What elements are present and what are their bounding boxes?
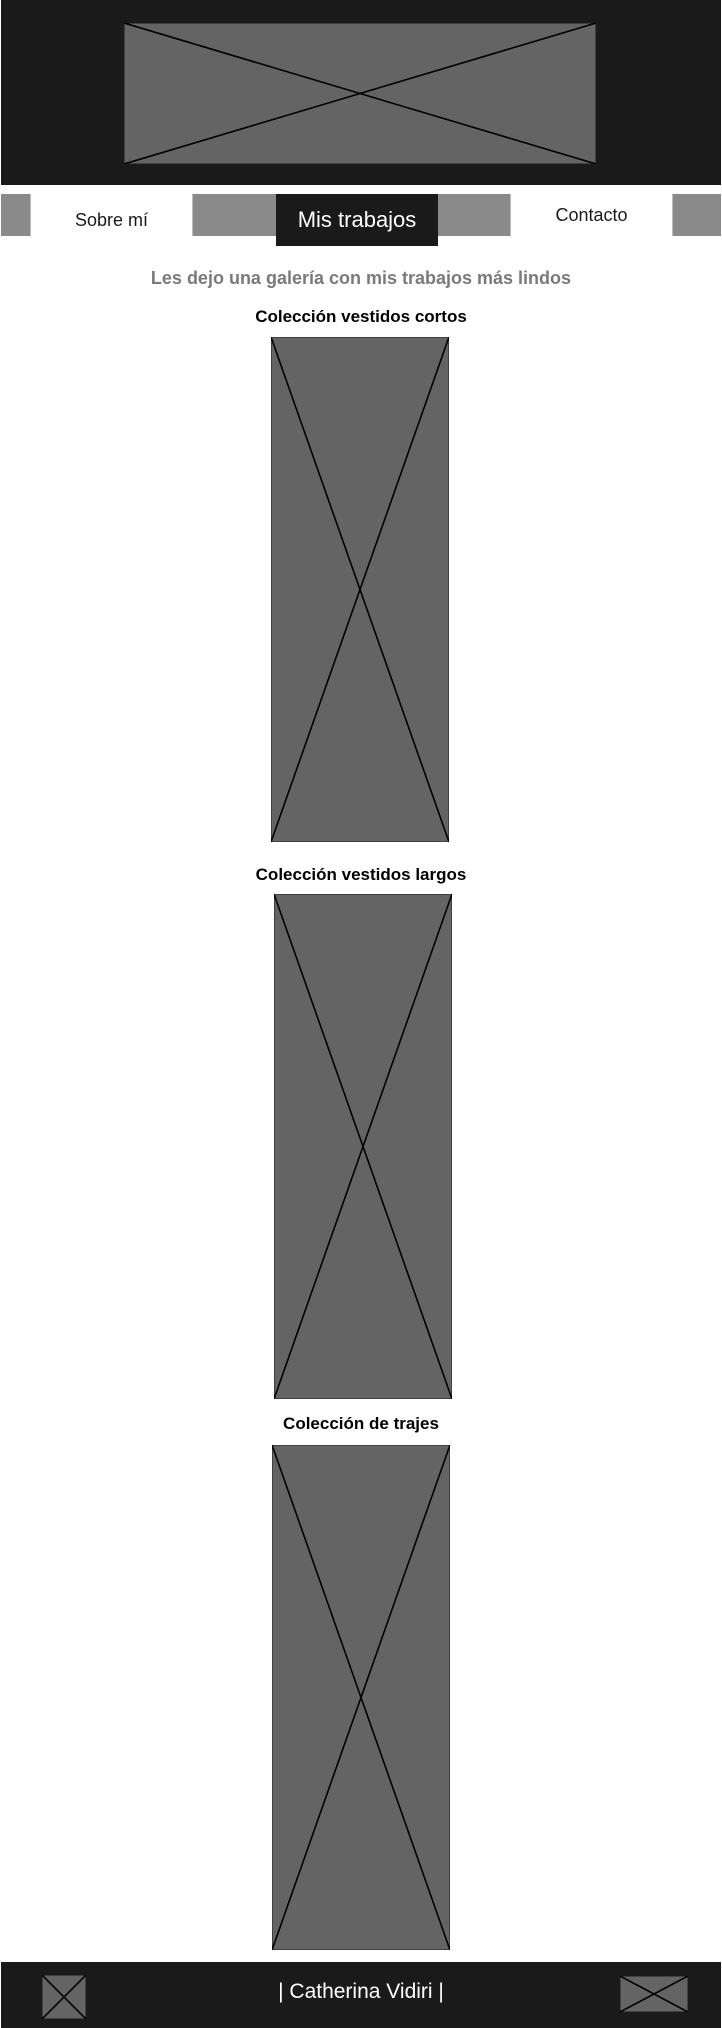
footer-right-image-placeholder-icon[interactable] (620, 1976, 688, 2012)
image-placeholder-icon (272, 1445, 450, 1950)
nav-tab-contact-label: Contacto (555, 204, 628, 225)
section-title-short-dresses: Colección vestidos cortos (255, 307, 467, 326)
site-footer (1, 1962, 721, 2028)
gallery-image-suits[interactable] (272, 1445, 450, 1950)
footer-left-image-placeholder-icon[interactable] (42, 1975, 86, 2019)
section-title-long-dresses: Colección vestidos largos (255, 865, 467, 884)
footer-author-name: | Catherina Vidiri | (278, 1980, 444, 2003)
image-placeholder-icon (271, 337, 449, 842)
nav-tab-about-label: Sobre mí (74, 209, 149, 230)
image-placeholder-icon (274, 894, 452, 1399)
nav-tab-works-label: Mis trabajos (297, 207, 417, 232)
gallery-image-long-dresses[interactable] (274, 894, 452, 1399)
header-banner-image-placeholder-icon (124, 23, 596, 164)
gallery-intro: Les dejo una galería con mis trabajos má… (150, 268, 572, 288)
section-title-suits: Colección de trajes (283, 1414, 439, 1433)
nav-tab-works[interactable]: Mis trabajos (276, 194, 438, 246)
nav-tab-contact[interactable]: Contacto (510, 194, 673, 236)
gallery-image-short-dresses[interactable] (271, 337, 449, 842)
nav-tab-about[interactable]: Sobre mí (30, 194, 193, 236)
